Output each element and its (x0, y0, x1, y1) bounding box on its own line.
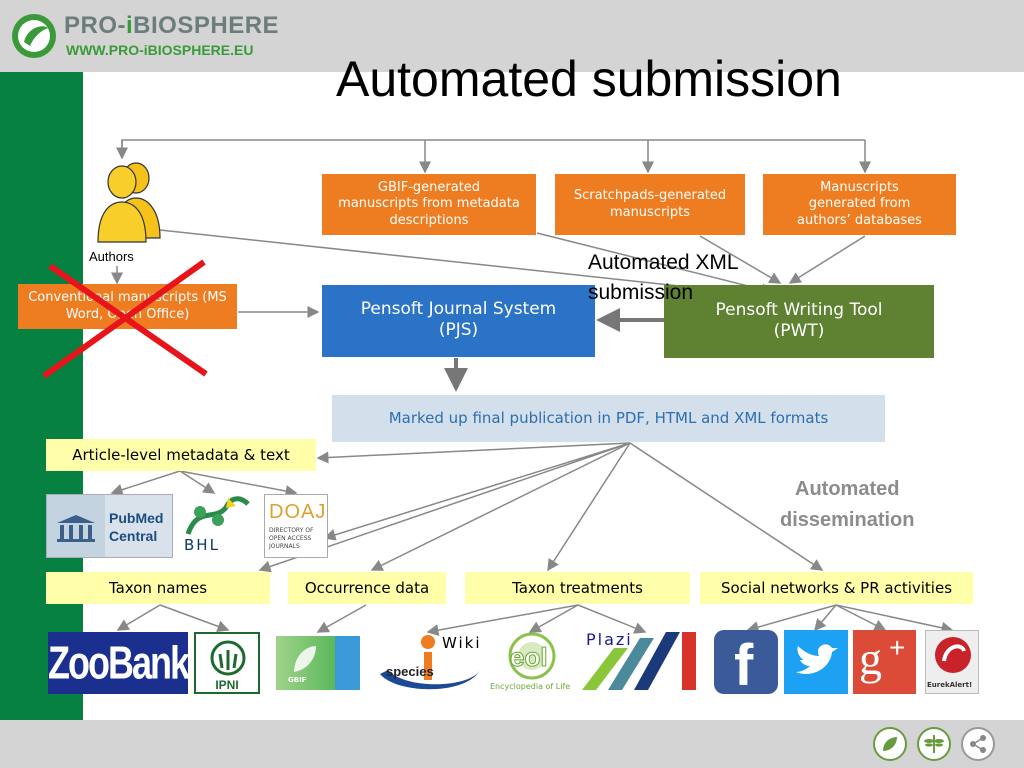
eurekalert-text: EurekAlert! (927, 681, 973, 689)
bhl-leaf-icon (185, 496, 250, 535)
brand-name: PRO-iBIOSPHERE (64, 12, 280, 39)
share-icon[interactable] (961, 727, 995, 761)
authors-icon (97, 162, 161, 243)
gbif-logo: GBIF (276, 636, 360, 690)
species-text: species (386, 664, 434, 679)
taxon-names-box: Taxon names (46, 572, 270, 604)
leaf-icon[interactable] (873, 727, 907, 761)
crossed-out-icon (42, 259, 208, 379)
facebook-logo: f (714, 630, 778, 694)
final-publication-box: Marked up final publication in PDF, HTML… (332, 395, 885, 442)
googleplus-logo: g + (853, 630, 916, 694)
facebook-f-icon: f (734, 633, 754, 694)
social-networks-box: Social networks & PR activities (700, 572, 973, 604)
bhl-text: BHL (184, 536, 220, 554)
pubmed-building-icon (57, 515, 95, 542)
wiki-text: Wiki (442, 634, 482, 652)
doaj-subtext: DIRECTORY OF OPEN ACCESS JOURNALS (269, 527, 314, 550)
doaj-logo: DOAJ DIRECTORY OF OPEN ACCESS JOURNALS (264, 494, 328, 558)
left-accent-bar (0, 72, 83, 720)
eurekalert-icon (935, 637, 971, 673)
pubmed-central-logo: PubMed Central (46, 494, 173, 558)
taxon-treatments-box: Taxon treatments (465, 572, 690, 604)
eol-logo: eol Encyclopedia of Life (486, 630, 578, 696)
eol-subtext: Encyclopedia of Life (490, 682, 571, 691)
twitter-logo (784, 630, 848, 694)
pensoft-journal-system-box: Pensoft Journal System(PJS) (322, 285, 595, 357)
bhl-logo: BHL (178, 494, 260, 558)
slide-title: Automated submission (336, 51, 842, 107)
brand-url: WWW.PRO-iBIOSPHERE.EU (66, 42, 254, 58)
pensoft-writing-tool-box: Pensoft Writing Tool(PWT) (664, 285, 934, 358)
zoobank-logo: ZooBank (48, 632, 188, 694)
occurrence-data-box: Occurrence data (288, 572, 446, 604)
plazi-logo: Plazi (580, 628, 704, 694)
gbif-leaf-icon (294, 646, 316, 672)
header-bar (0, 0, 1024, 72)
authors-label: Authors (89, 249, 134, 264)
gbif-text: GBIF (288, 676, 307, 684)
article-metadata-box: Article-level metadata & text (46, 439, 316, 471)
eurekalert-logo: EurekAlert! (925, 630, 979, 694)
plazi-text: Plazi (586, 630, 633, 649)
doaj-text: DOAJ (269, 501, 327, 523)
wikispecies-swirl-icon (380, 635, 480, 690)
dragonfly-icon[interactable] (917, 727, 951, 761)
googleplus-g-icon: g (859, 633, 882, 684)
ipni-text: IPNI (215, 678, 239, 692)
pro-ibiosphere-logo-icon (12, 14, 56, 58)
zoobank-text: ZooBank (48, 635, 188, 689)
scratchpads-manuscripts-box: Scratchpads-generated manuscripts (555, 174, 745, 235)
footer-bar (0, 720, 1024, 768)
ipni-logo: IPNI (194, 632, 260, 694)
eol-text: eol (510, 642, 549, 673)
author-database-manuscripts-box: Manuscripts generated from authors’ data… (763, 174, 956, 235)
twitter-bird-icon (796, 644, 838, 674)
wikispecies-logo: Wiki species (376, 630, 484, 696)
googleplus-plus-icon: + (889, 632, 906, 663)
gbif-manuscripts-box: GBIF-generated manuscripts from metadata… (322, 174, 536, 235)
plazi-bars-icon (582, 632, 696, 690)
pubmed-text: PubMed Central (109, 510, 164, 544)
ipni-plant-icon (210, 640, 246, 676)
eol-icon (508, 632, 556, 680)
